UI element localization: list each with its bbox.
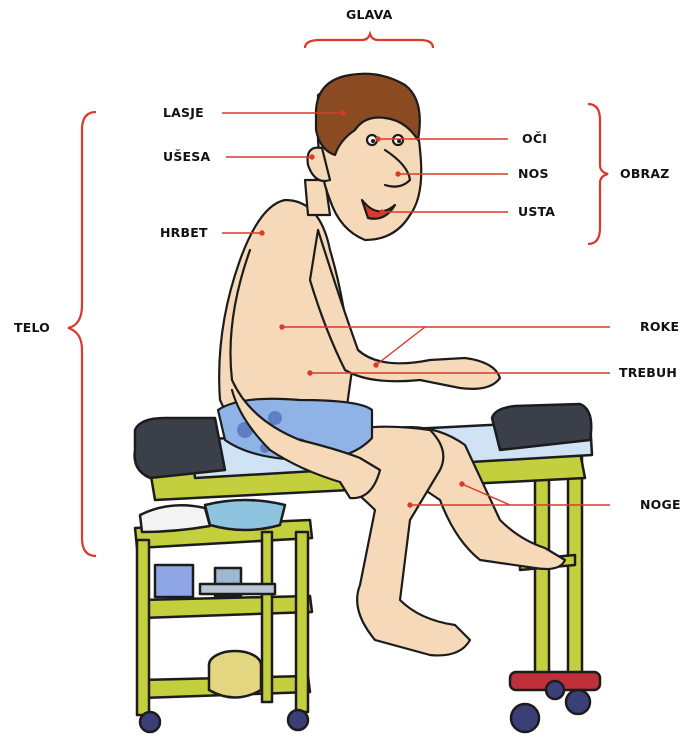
label-usesa: UŠESA xyxy=(163,150,210,164)
label-lasje: LASJE xyxy=(163,106,204,120)
label-hrbet: HRBET xyxy=(160,226,208,240)
bracket-glava xyxy=(305,34,433,48)
label-noge: NOGE xyxy=(640,498,681,512)
label-glava: GLAVA xyxy=(346,8,393,22)
label-obraz: OBRAZ xyxy=(620,167,670,181)
label-nos: NOS xyxy=(518,167,549,181)
bracket-obraz xyxy=(588,104,608,244)
cart xyxy=(135,500,312,732)
label-usta: USTA xyxy=(518,205,555,219)
label-oci: OČI xyxy=(522,132,547,146)
bracket-telo xyxy=(68,112,96,556)
label-trebuh: TREBUH xyxy=(619,366,677,380)
label-telo: TELO xyxy=(14,321,50,335)
label-roke: ROKE xyxy=(640,320,679,334)
leader-roke-2 xyxy=(376,327,425,365)
